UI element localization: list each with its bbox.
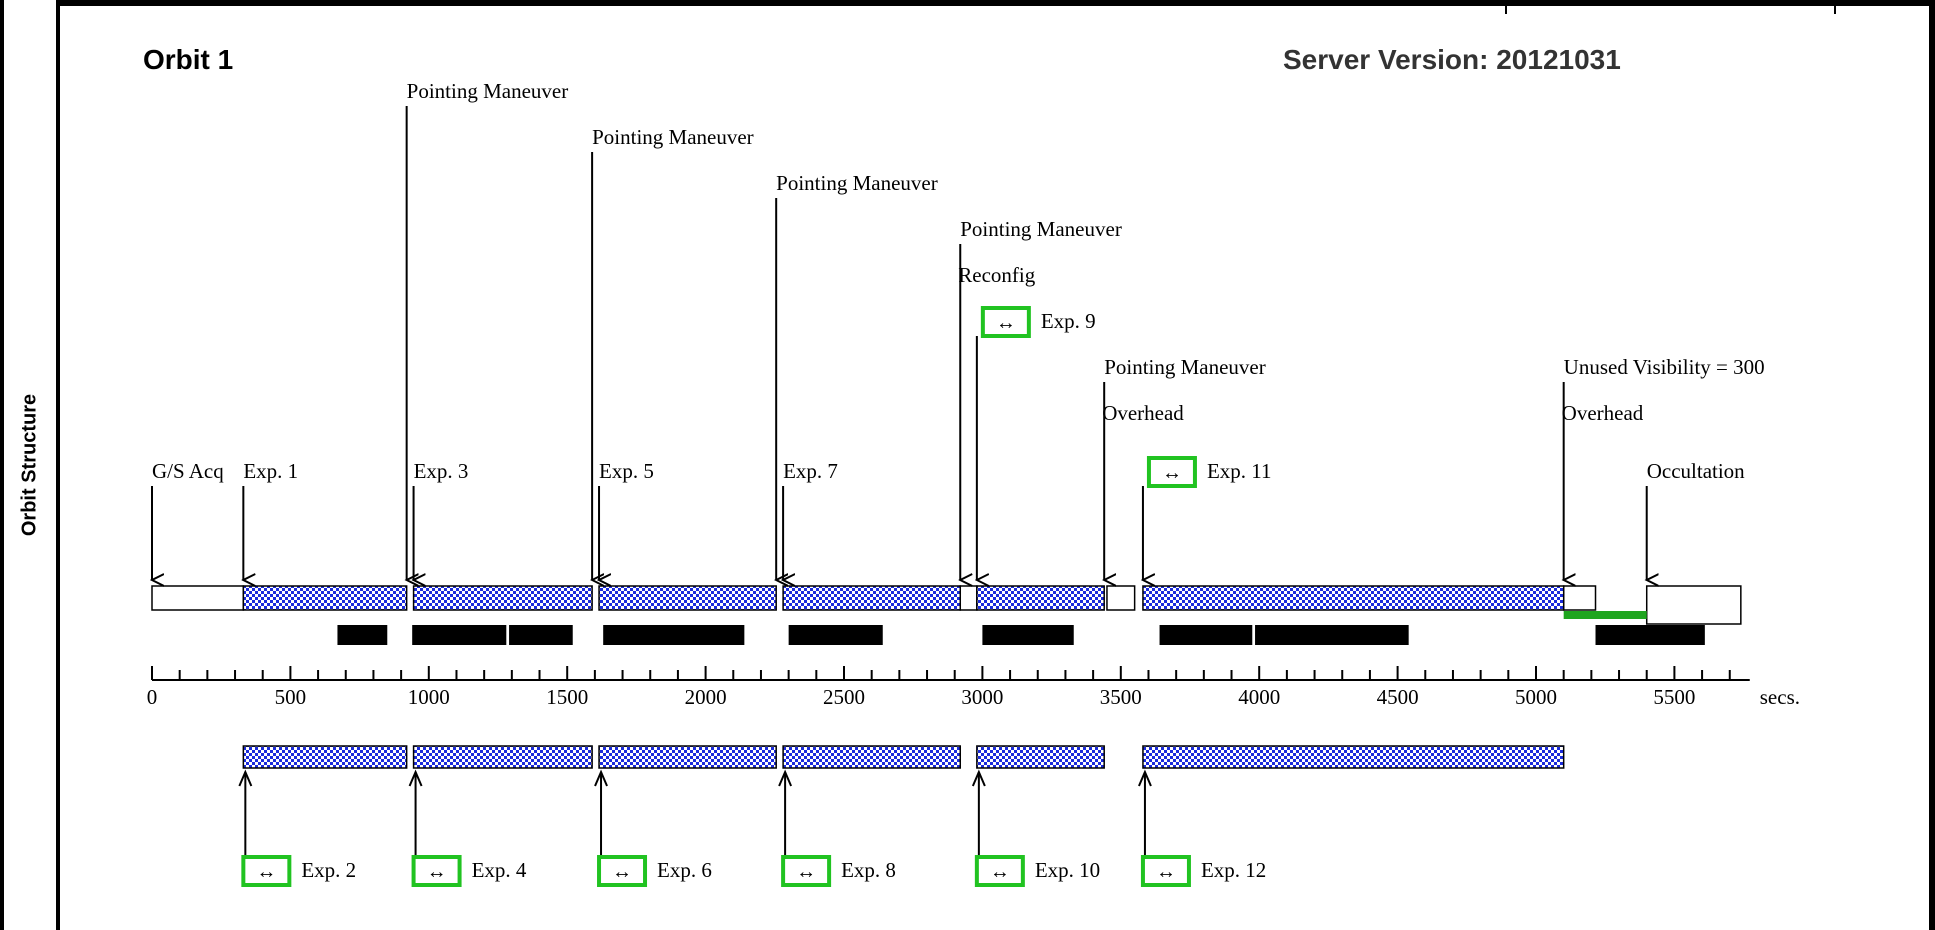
event-label: Exp. 5 [599, 459, 654, 483]
axis-tick-label: 500 [275, 685, 307, 709]
bottom-exposure-label: Exp. 12 [1201, 858, 1266, 882]
exposure-segment [782, 585, 962, 611]
expand-arrows-icon: ↔ [1156, 861, 1176, 883]
open-segment [959, 585, 978, 611]
bottom-exposure-label: Exp. 2 [301, 858, 356, 882]
event-label: Pointing Maneuver [960, 217, 1122, 241]
expand-arrows-icon: ↔ [612, 861, 632, 883]
axis-unit-label: secs. [1760, 685, 1800, 709]
axis-tick-label: 5000 [1515, 685, 1557, 709]
bottom-exposure-label: Exp. 4 [472, 858, 527, 882]
expand-icon[interactable] [411, 855, 462, 887]
black-bar [412, 625, 507, 645]
open-segment [1562, 585, 1597, 611]
expand-arrows-icon: ↔ [990, 861, 1010, 883]
expand-arrows-icon: ↔ [796, 861, 816, 883]
time-axis: 0 500 1000 1500 2000 2500 3000 3500 4000 4500 5000… [147, 666, 1800, 709]
axis-tick-label: 4500 [1377, 685, 1419, 709]
top-timeline [151, 585, 1742, 625]
black-bar [337, 625, 388, 645]
event-label: Exp. 7 [783, 459, 838, 483]
event-label: Exp. 3 [414, 459, 469, 483]
event-label: G/S Acq [152, 459, 224, 483]
expand-icon[interactable] [1146, 456, 1197, 488]
expand-arrows-icon: ↔ [427, 861, 447, 883]
axis-tick-label: 3500 [1100, 685, 1142, 709]
exposure-segment [242, 585, 408, 611]
axis-tick-label: 5500 [1653, 685, 1695, 709]
black-bar [1595, 625, 1705, 645]
expand-icon[interactable] [241, 855, 292, 887]
event-label: Exp. 1 [243, 459, 298, 483]
event-label: Exp. 11 [1207, 459, 1272, 483]
top-divider [1505, 0, 1507, 14]
axis-tick-label: 2000 [685, 685, 727, 709]
open-segment [1106, 585, 1136, 611]
axis-tick-label: 4000 [1238, 685, 1280, 709]
exposure-segment [1142, 745, 1565, 769]
event-label: Pointing Maneuver [592, 125, 754, 149]
expand-icon[interactable] [1140, 855, 1191, 887]
axis-tick-label: 0 [147, 685, 158, 709]
event-label: Unused Visibility = 300 [1564, 355, 1765, 379]
expand-icon[interactable] [980, 306, 1031, 338]
axis-tick-label: 3000 [961, 685, 1003, 709]
black-bar [509, 625, 573, 645]
expand-icon[interactable] [781, 855, 832, 887]
event-label: Pointing Maneuver [776, 171, 938, 195]
exposure-segment [412, 745, 593, 769]
exposure-segment [976, 585, 1105, 611]
exposure-segment [1142, 585, 1565, 611]
black-bars [337, 625, 1705, 645]
event-label: Overhead [1102, 401, 1184, 425]
black-bar [1159, 625, 1253, 645]
exposure-segment [598, 585, 777, 611]
bottom-exposure-label: Exp. 10 [1035, 858, 1100, 882]
axis-tick-label: 1500 [546, 685, 588, 709]
top-divider [1834, 0, 1836, 14]
event-label: Reconfig [958, 263, 1035, 287]
expand-arrows-icon: ↔ [256, 861, 276, 883]
event-label: Pointing Maneuver [1104, 355, 1266, 379]
exposure-segment [976, 745, 1105, 769]
axis-tick-label: 1000 [408, 685, 450, 709]
server-version: Server Version: 20121031 [1283, 44, 1621, 75]
open-segment [1645, 585, 1742, 625]
black-bar [1255, 625, 1409, 645]
event-label: Occultation [1647, 459, 1745, 483]
bottom-exposure-label: Exp. 8 [841, 858, 896, 882]
expand-arrows-icon: ↔ [1162, 462, 1182, 484]
expand-icon[interactable] [974, 855, 1025, 887]
event-label: Exp. 9 [1041, 309, 1096, 333]
axis-tick-label: 2500 [823, 685, 865, 709]
exposure-segment [782, 745, 962, 769]
unused-visibility-bar [1563, 611, 1647, 619]
side-bar [0, 0, 60, 930]
event-label: Overhead [1562, 401, 1644, 425]
right-border [1929, 0, 1935, 930]
top-border [0, 0, 1935, 6]
exposure-segment [598, 745, 777, 769]
bottom-exposures: ↔ Exp. 2 ↔ Exp. 4 ↔ Exp. 6 ↔ Exp. 8 ↔ Exp. 10 ↔ Exp… [238, 745, 1565, 887]
exposure-segment [412, 585, 593, 611]
orbit-title: Orbit 1 [143, 44, 234, 75]
black-bar [788, 625, 883, 645]
black-bar [603, 625, 745, 645]
expand-icon[interactable] [597, 855, 648, 887]
expand-arrows-icon: ↔ [996, 312, 1016, 334]
bottom-exposure-label: Exp. 6 [657, 858, 712, 882]
event-label: Pointing Maneuver [407, 79, 569, 103]
black-bar [982, 625, 1074, 645]
exposure-segment [242, 745, 408, 769]
open-segment [151, 585, 245, 611]
